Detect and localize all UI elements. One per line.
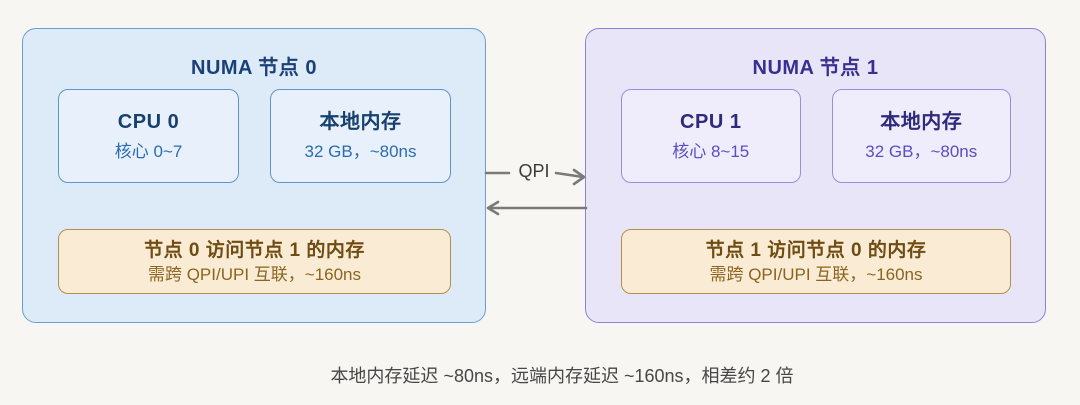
cpu-0-box: CPU 0 核心 0~7 [58, 89, 239, 183]
numa-node-0-components: CPU 0 核心 0~7 本地内存 32 GB，~80ns [58, 89, 451, 183]
numa-node-1-components: CPU 1 核心 8~15 本地内存 32 GB，~80ns [621, 89, 1011, 183]
cpu-1-title: CPU 1 [680, 110, 742, 133]
qpi-interconnect: QPI [480, 158, 592, 222]
qpi-label: QPI [518, 161, 550, 181]
latency-caption: 本地内存延迟 ~80ns，远端内存延迟 ~160ns，相差约 2 倍 [330, 366, 794, 386]
remote-access-note-0: 节点 0 访问节点 1 的内存 需跨 QPI/UPI 互联，~160ns [58, 229, 451, 294]
cpu-0-title: CPU 0 [117, 110, 180, 133]
numa-node-1: NUMA 节点 1 CPU 1 核心 8~15 本地内存 32 GB，~80ns… [585, 28, 1046, 323]
remote-access-note-1-title: 节点 1 访问节点 0 的内存 [705, 239, 927, 261]
cpu-0-cores: 核心 0~7 [114, 141, 183, 161]
remote-access-note-0-latency: 需跨 QPI/UPI 互联，~160ns [147, 264, 362, 284]
local-memory-1-spec: 32 GB，~80ns [865, 141, 978, 161]
local-memory-0-box: 本地内存 32 GB，~80ns [270, 89, 451, 183]
remote-access-note-1-latency: 需跨 QPI/UPI 互联，~160ns [709, 264, 923, 284]
numa-node-1-title: NUMA 节点 1 [752, 57, 879, 79]
cpu-1-box: CPU 1 核心 8~15 [621, 89, 801, 183]
qpi-arrows-icon [484, 168, 588, 216]
local-memory-1-box: 本地内存 32 GB，~80ns [831, 89, 1011, 183]
local-memory-1-title: 本地内存 [880, 110, 963, 133]
numa-node-0: NUMA 节点 0 CPU 0 核心 0~7 本地内存 32 GB，~80ns … [22, 28, 486, 323]
local-memory-0-spec: 32 GB，~80ns [304, 141, 417, 161]
local-memory-0-title: 本地内存 [319, 110, 402, 133]
cpu-1-cores: 核心 8~15 [672, 141, 750, 161]
remote-access-note-0-title: 节点 0 访问节点 1 的内存 [144, 239, 365, 261]
numa-node-0-title: NUMA 节点 0 [191, 57, 317, 79]
remote-access-note-1: 节点 1 访问节点 0 的内存 需跨 QPI/UPI 互联，~160ns [621, 229, 1011, 294]
